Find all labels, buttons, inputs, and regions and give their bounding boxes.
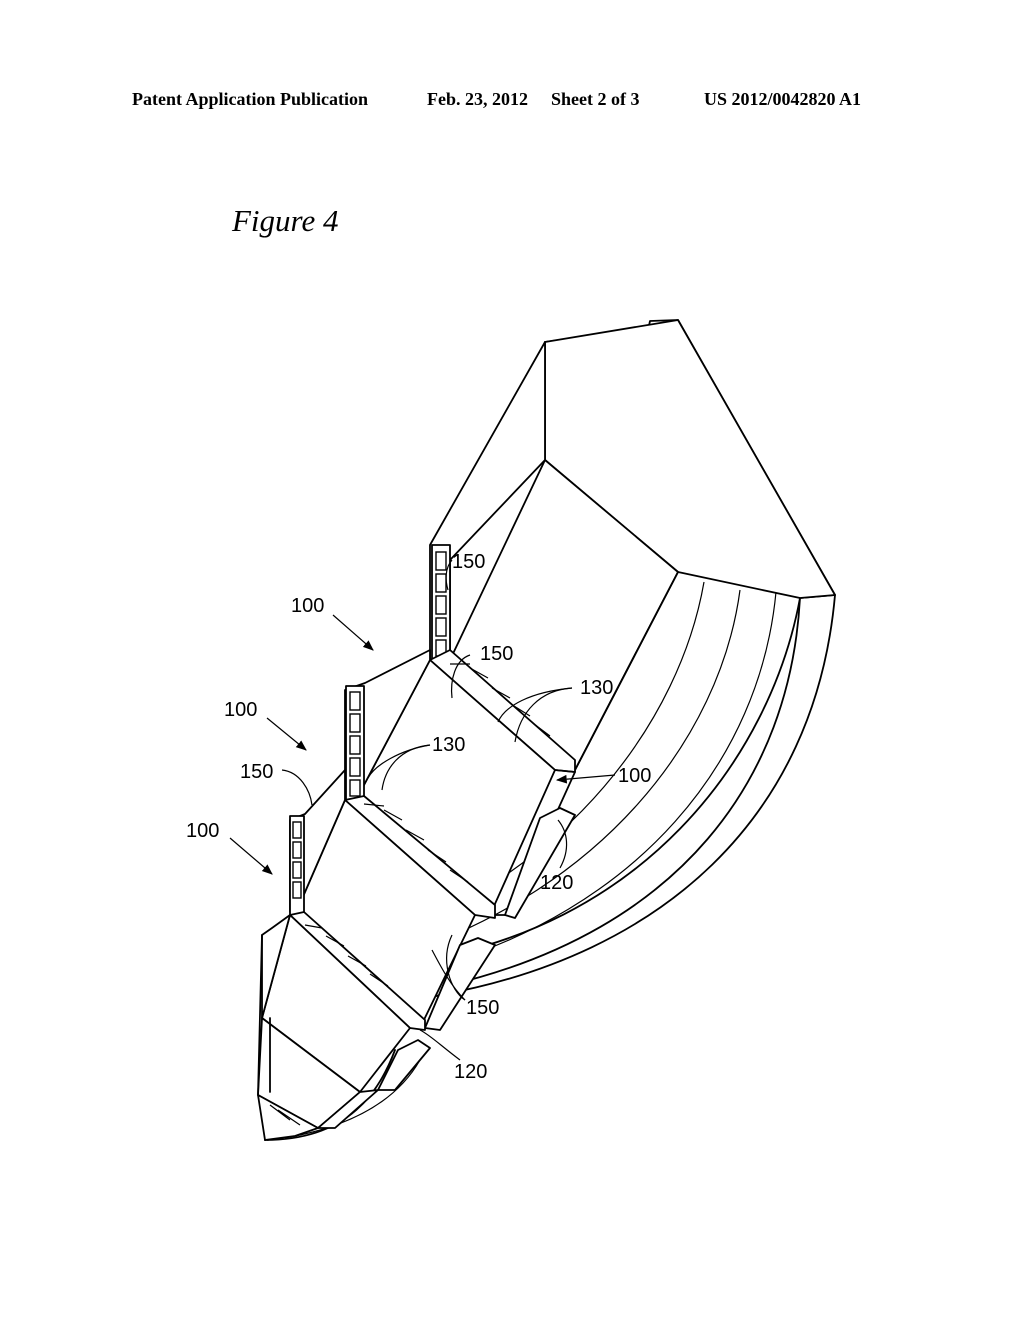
label-150d: 150	[466, 997, 499, 1019]
diagonal-cells-upper	[450, 663, 551, 737]
publication-type: Patent Application Publication	[132, 89, 369, 109]
leader-100d	[229, 837, 273, 875]
publication-date: Feb. 23, 2012	[427, 89, 528, 109]
diagonal-cells-middle	[363, 803, 469, 883]
label-100c: 100	[618, 765, 651, 787]
label-100a: 100	[291, 595, 324, 617]
hull-outline	[264, 319, 836, 1141]
label-100b: 100	[224, 699, 257, 721]
label-120b: 120	[454, 1061, 487, 1083]
publication-header: Patent Application Publication Feb. 23, …	[0, 89, 1024, 115]
leader-100c	[555, 774, 616, 784]
figure-title: Figure 4	[232, 203, 339, 238]
leader-150d	[431, 949, 466, 1001]
leader-130a-2	[497, 687, 573, 723]
sheet-number: Sheet 2 of 3	[551, 89, 640, 109]
label-120a: 120	[540, 872, 573, 894]
leader-150a	[445, 559, 453, 591]
reference-labels: 150 100 150 130 100 130 150 100 100 120 …	[186, 551, 651, 1083]
leader-150c	[281, 769, 313, 806]
leader-120b	[419, 1029, 461, 1061]
label-150a: 150	[452, 551, 485, 573]
label-150b: 150	[480, 643, 513, 665]
vertical-cells-lower	[292, 821, 302, 899]
label-150c: 150	[240, 761, 273, 783]
bulkhead-middle	[344, 685, 496, 919]
label-130a: 130	[580, 677, 613, 699]
leader-150b	[450, 654, 471, 699]
leader-100a	[332, 614, 374, 651]
leader-150d-2	[446, 934, 466, 1001]
label-130b: 130	[432, 734, 465, 756]
stern-section	[429, 319, 836, 771]
leader-130b-2	[367, 744, 431, 779]
leader-lines	[229, 559, 616, 1061]
leader-120a	[557, 819, 568, 869]
bow-section	[257, 914, 411, 1141]
leader-100b	[266, 717, 307, 751]
bulkhead-lower	[289, 815, 426, 1031]
publication-number: US 2012/0042820 A1	[704, 89, 862, 109]
vertical-cells-upper	[435, 551, 447, 657]
middle-section	[344, 649, 576, 919]
diagonal-cells-lower	[304, 924, 389, 987]
vertical-cells-middle	[349, 691, 361, 797]
label-100d: 100	[186, 820, 219, 842]
